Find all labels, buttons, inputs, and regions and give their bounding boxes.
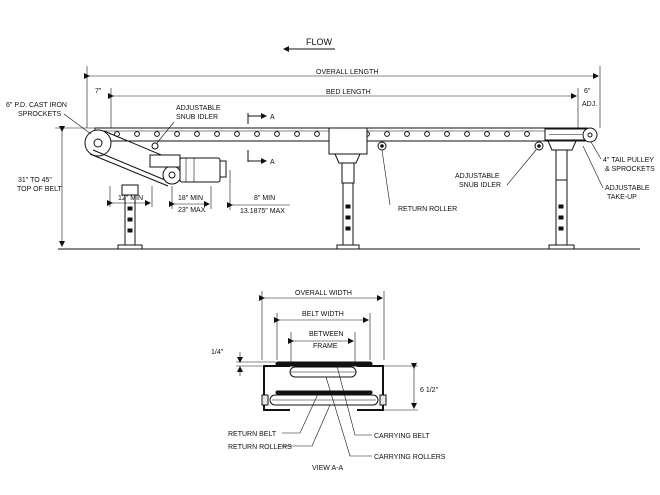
frame-channel-left	[263, 365, 290, 411]
min12-label: 12" MIN	[118, 195, 143, 202]
dim-7-label: 7"	[95, 88, 102, 95]
center-bracket	[328, 127, 368, 155]
frame-channel-right	[357, 365, 384, 411]
bed-length-label: BED LENGTH	[326, 89, 371, 96]
belt-width-label: BELT WIDTH	[302, 311, 344, 318]
head-sprocket	[84, 129, 112, 157]
section-a-top-label: A	[270, 114, 275, 121]
tail-pulley-label-2: & SPROCKETS	[605, 166, 655, 173]
snub-idler-bottom-label-1: ADJUSTABLE	[455, 173, 500, 180]
head-sprockets-label-1: 6" P.D. CAST IRON	[6, 102, 67, 109]
overall-length-label: OVERALL LENGTH	[316, 69, 378, 76]
tail-bracket	[547, 140, 577, 151]
adj-label: ADJ.	[582, 101, 597, 108]
takeup-label-1: ADJUSTABLE	[605, 185, 650, 192]
height-label-1: 31" TO 45"	[18, 177, 52, 184]
between-label: BETWEEN	[309, 331, 344, 338]
return-roller-label: RETURN ROLLER	[398, 206, 457, 213]
max23-label: 23" MAX	[178, 207, 206, 214]
support-legs	[117, 149, 575, 250]
six-half-label: 6 1/2"	[420, 387, 439, 394]
return-rollers-label: RETURN ROLLERS	[228, 444, 292, 451]
carrying-belt	[275, 361, 373, 367]
return-belt-label: RETURN BELT	[228, 431, 277, 438]
snub-idler-top-label-1: ADJUSTABLE	[176, 105, 221, 112]
frame-label: FRAME	[313, 343, 338, 350]
flow-label: FLOW	[306, 37, 333, 47]
quarter-label: 1/4"	[211, 349, 224, 356]
max13-label: 13.1875" MAX	[240, 208, 285, 215]
section-a-marker	[247, 113, 267, 164]
min8-label: 8" MIN	[254, 195, 275, 202]
snub-idler-top-label-2: SNUB IDLER	[176, 114, 218, 121]
height-label-2: TOP OF BELT	[17, 186, 62, 193]
drive-motor	[149, 154, 227, 183]
dim-6-label: 6"	[584, 88, 591, 95]
tail-pulley-label-1: 4" TAIL PULLEY	[603, 157, 654, 164]
overall-width-label: OVERALL WIDTH	[295, 290, 352, 297]
snub-idler-left	[151, 142, 159, 150]
return-belt	[275, 390, 373, 395]
view-label: VIEW A-A	[312, 465, 343, 472]
carrying-belt-label: CARRYING BELT	[374, 433, 430, 440]
takeup-label-2: TAKE-UP	[607, 194, 637, 201]
section-a-bottom-label: A	[270, 159, 275, 166]
tail-pulley	[544, 127, 598, 143]
head-sprockets-label-2: SPROCKETS	[18, 111, 62, 118]
min18-label: 18" MIN	[178, 195, 203, 202]
snub-idler-bottom-label-2: SNUB IDLER	[459, 182, 501, 189]
carrying-rollers-label: CARRYING ROLLERS	[374, 454, 446, 461]
